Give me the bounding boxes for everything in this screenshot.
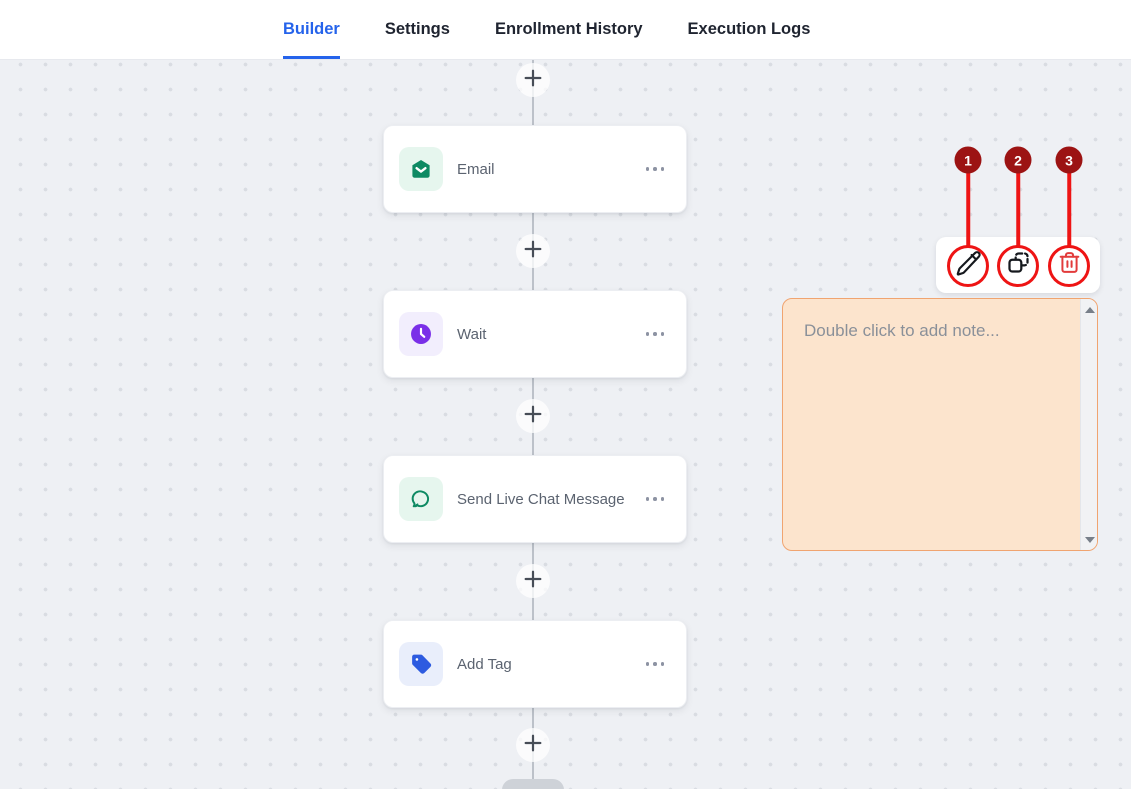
- plus-icon: [522, 732, 544, 759]
- duplicate-icon: [1005, 249, 1032, 281]
- add-step-button[interactable]: [516, 234, 550, 268]
- tag-icon: [399, 642, 443, 686]
- tab-builder[interactable]: Builder: [283, 0, 340, 59]
- copy-button[interactable]: [996, 243, 1040, 287]
- note-placeholder: Double click to add note...: [804, 321, 1000, 340]
- trash-icon: [1057, 250, 1082, 280]
- plus-icon: [522, 568, 544, 595]
- annotation-stem: [1016, 160, 1020, 247]
- pencil-icon: [955, 249, 982, 281]
- add-step-button[interactable]: [516, 63, 550, 97]
- clock-icon: [399, 312, 443, 356]
- delete-button[interactable]: [1047, 243, 1091, 287]
- end-node-pill[interactable]: [502, 779, 564, 789]
- email-icon: [399, 147, 443, 191]
- tab-execution-logs[interactable]: Execution Logs: [687, 20, 811, 38]
- add-step-button[interactable]: [516, 399, 550, 433]
- annotation-badge-3: 3: [1055, 146, 1083, 174]
- plus-icon: [522, 238, 544, 265]
- node-label: Email: [457, 160, 495, 178]
- annotation-badge-1: 1: [954, 146, 982, 174]
- scroll-down-icon[interactable]: [1081, 531, 1097, 548]
- workflow-node-send-live-chat-message[interactable]: Send Live Chat Message: [383, 455, 687, 543]
- more-options-icon[interactable]: [642, 493, 669, 505]
- workflow-node-email[interactable]: Email: [383, 125, 687, 213]
- more-options-icon[interactable]: [642, 328, 669, 340]
- scroll-up-icon[interactable]: [1081, 301, 1097, 318]
- workflow-node-wait[interactable]: Wait: [383, 290, 687, 378]
- add-step-button[interactable]: [516, 564, 550, 598]
- plus-icon: [522, 67, 544, 94]
- add-step-button[interactable]: [516, 728, 550, 762]
- chat-icon: [399, 477, 443, 521]
- tab-bar: Builder Settings Enrollment History Exec…: [0, 0, 1131, 60]
- node-label: Add Tag: [457, 655, 512, 673]
- edit-button[interactable]: [946, 243, 990, 287]
- plus-icon: [522, 403, 544, 430]
- more-options-icon[interactable]: [642, 658, 669, 670]
- node-label: Wait: [457, 325, 487, 343]
- note-scrollbar[interactable]: [1080, 299, 1097, 550]
- workflow-canvas[interactable]: Email Wait Send Live Chat Message: [0, 60, 1131, 789]
- more-options-icon[interactable]: [642, 163, 669, 175]
- annotation-stem: [966, 160, 970, 247]
- tab-settings[interactable]: Settings: [384, 20, 450, 38]
- annotation-stem: [1067, 160, 1071, 247]
- annotation-badge-2: 2: [1004, 146, 1032, 174]
- workflow-node-add-tag[interactable]: Add Tag: [383, 620, 687, 708]
- tab-enrollment-history[interactable]: Enrollment History: [494, 20, 643, 38]
- note-panel[interactable]: Double click to add note...: [782, 298, 1098, 551]
- node-label: Send Live Chat Message: [457, 490, 625, 508]
